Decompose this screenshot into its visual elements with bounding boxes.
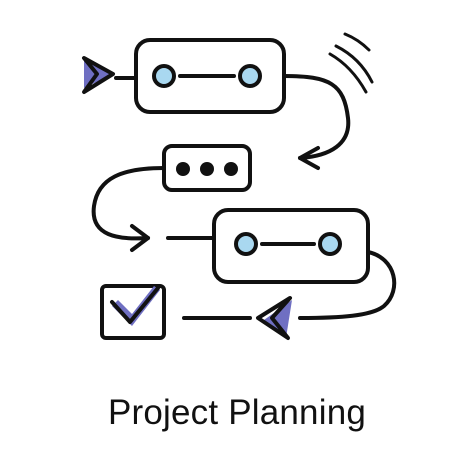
arrow-into-middle-icon <box>298 146 320 170</box>
dot-2 <box>200 162 214 176</box>
bottom-node-right-dot <box>318 232 342 256</box>
dot-3 <box>224 162 238 176</box>
bottom-node-box <box>212 208 370 284</box>
motion-lines-icon <box>334 44 374 84</box>
dot-1 <box>176 162 190 176</box>
bottom-arrow-shadow <box>264 300 292 338</box>
curve-middle-to-bottom <box>91 166 166 241</box>
caption-text: Project Planning <box>107 393 367 432</box>
top-node-left-dot <box>152 64 176 88</box>
bottom-arrow-icon <box>256 296 292 340</box>
start-arrow-icon <box>82 56 115 94</box>
checkmark-icon <box>110 286 160 324</box>
motion-lines-icon-3 <box>343 32 371 52</box>
motion-lines-icon-2 <box>328 52 368 94</box>
bottom-node-left-dot <box>234 232 258 256</box>
curve-top-to-middle <box>282 74 351 160</box>
curve-bottom-to-left <box>298 250 397 320</box>
top-node-right-dot <box>238 64 262 88</box>
checkbox-box <box>100 284 166 340</box>
arrow-into-bottom-node-icon <box>130 224 150 252</box>
